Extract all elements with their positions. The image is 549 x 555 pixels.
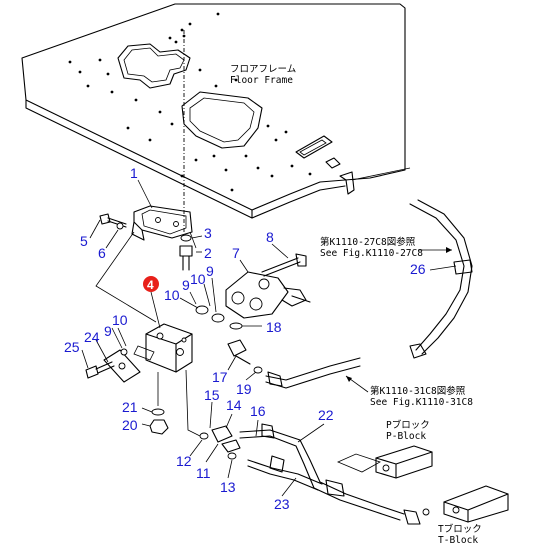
highlight-marker-4 bbox=[143, 276, 159, 292]
plate-24 bbox=[103, 349, 141, 383]
washer-9-left bbox=[120, 348, 128, 356]
ref2-label-en: See Fig.K1110-31C8 bbox=[370, 397, 473, 408]
o-ring-19 bbox=[253, 366, 263, 374]
t-block-label-en: T-Block bbox=[438, 535, 478, 546]
o-ring-13 bbox=[227, 452, 237, 460]
callout-15: 15 bbox=[204, 387, 220, 403]
callout-13: 13 bbox=[220, 479, 236, 495]
callout-5: 5 bbox=[80, 233, 88, 249]
o-ring-12 bbox=[199, 432, 209, 440]
callouts: 1 2 3 4 5 6 7 8 9 9 9 10 10 10 11 12 bbox=[64, 165, 457, 512]
p-block-label-jp: Pブロック bbox=[386, 419, 430, 431]
p-block-label-en: P-Block bbox=[386, 431, 426, 442]
callout-1: 1 bbox=[130, 165, 138, 181]
callout-24: 24 bbox=[84, 329, 100, 345]
mounting-bracket bbox=[131, 205, 193, 241]
callout-17: 17 bbox=[212, 369, 228, 385]
callout-8: 8 bbox=[266, 229, 274, 245]
callout-22: 22 bbox=[318, 407, 334, 423]
fitting-14 bbox=[211, 425, 241, 453]
callout-20: 20 bbox=[122, 417, 138, 433]
valve-block-4 bbox=[133, 323, 193, 373]
t-block-label-jp: Tブロック bbox=[438, 523, 482, 535]
floor-frame-label-jp: フロアフレーム bbox=[230, 64, 296, 75]
callout-26: 26 bbox=[410, 261, 426, 277]
callout-2: 2 bbox=[204, 245, 212, 261]
callout-14: 14 bbox=[226, 397, 242, 413]
callout-23: 23 bbox=[274, 496, 290, 512]
t-block bbox=[443, 485, 509, 523]
floor-frame-label-en: Floor Frame bbox=[230, 75, 293, 86]
valve-7 bbox=[225, 271, 311, 319]
o-ring-21 bbox=[151, 408, 165, 416]
hose-upper-right bbox=[265, 357, 361, 381]
callout-9-a: 9 bbox=[182, 277, 190, 293]
washer-9 bbox=[211, 313, 225, 323]
callout-25: 25 bbox=[64, 339, 80, 355]
callout-16: 16 bbox=[250, 403, 266, 419]
callout-6: 6 bbox=[98, 245, 106, 261]
ref2-label-jp: 第K1110-31C8図参照 bbox=[370, 385, 466, 397]
callout-7: 7 bbox=[232, 245, 240, 261]
callout-19: 19 bbox=[236, 381, 252, 397]
floor-frame-plate bbox=[21, 3, 411, 232]
bolt-8 bbox=[261, 253, 307, 277]
o-ring-18 bbox=[229, 322, 243, 330]
callout-10-a: 10 bbox=[164, 287, 180, 303]
ref1-label-jp: 第K1110-27C8図参照 bbox=[320, 236, 416, 248]
washer-3 bbox=[180, 234, 192, 242]
nut-20 bbox=[149, 419, 169, 435]
callout-9-c: 9 bbox=[104, 323, 112, 339]
hose-26 bbox=[409, 199, 473, 359]
callout-3: 3 bbox=[204, 225, 212, 241]
bolt-25 bbox=[85, 361, 115, 379]
fitting-t-block bbox=[422, 508, 430, 516]
hose-22-23 bbox=[239, 423, 421, 525]
callout-18: 18 bbox=[266, 319, 282, 335]
ref1-label-en: See Fig.K1110-27C8 bbox=[320, 248, 423, 259]
p-block bbox=[375, 445, 433, 479]
washer-10 bbox=[195, 305, 209, 315]
washer-6 bbox=[116, 222, 124, 230]
p-block-plate bbox=[336, 453, 381, 473]
bolt-2 bbox=[179, 245, 193, 271]
callout-10-b: 10 bbox=[190, 271, 206, 287]
fitting-17 bbox=[227, 339, 251, 365]
callout-9-b: 9 bbox=[206, 263, 214, 279]
callout-12: 12 bbox=[176, 453, 192, 469]
callout-11: 11 bbox=[196, 465, 211, 481]
callout-4: 4 bbox=[147, 278, 154, 292]
callout-10-c: 10 bbox=[112, 312, 128, 328]
callout-21: 21 bbox=[122, 399, 138, 415]
